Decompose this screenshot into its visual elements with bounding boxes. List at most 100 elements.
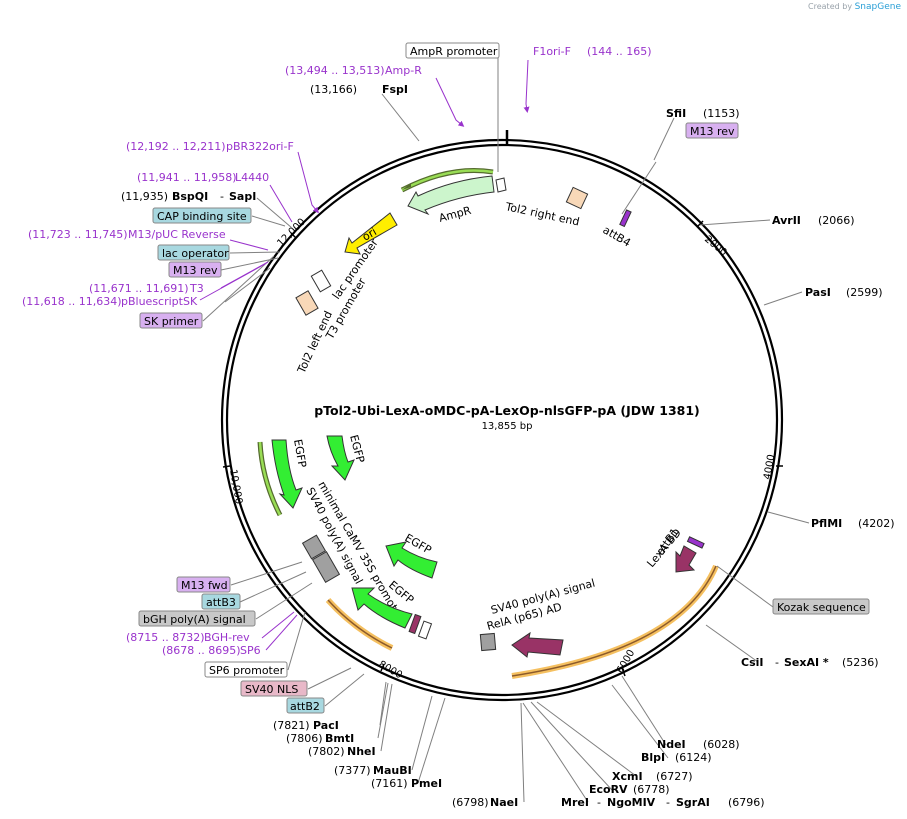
- sv40-nls-orf: [325, 597, 433, 651]
- backbone: [220, 138, 784, 702]
- primer-sp6-pos: (8678 .. 8695): [162, 644, 241, 657]
- box-kozak: Kozak sequence: [777, 601, 866, 614]
- site-fspi-pos: (13,166): [310, 83, 357, 96]
- box-attb2: attB2: [290, 700, 320, 713]
- site-sfii: SfiI: [666, 107, 686, 120]
- box-attb3: attB3: [206, 596, 236, 609]
- site-xcmi-pos: (6727): [656, 770, 693, 783]
- plasmid-length: 13,855 bp: [482, 421, 533, 432]
- primer-m13puc-pos: (11,723 .. 11,745): [28, 228, 128, 241]
- site-ndei-pos: (6028): [703, 738, 740, 751]
- site-pmei: PmeI: [411, 777, 442, 790]
- lexa-orf-highlight: [511, 564, 719, 679]
- site-sgrai: SgrAI: [676, 796, 710, 809]
- tick-4000: 4000: [762, 454, 777, 481]
- primer-t3-pos: (11,671 .. 11,691): [89, 282, 189, 295]
- boxed-labels: AmpR promoter M13 rev CAP binding site l…: [138, 42, 870, 714]
- ampr-feature: AmpR: [400, 167, 507, 225]
- site-mrei-sep: -: [597, 796, 601, 809]
- site-nhei-pos: (7802): [308, 745, 345, 758]
- primer-arrows: [199, 59, 530, 651]
- lexa-feature: LexA BD attB1: [644, 526, 705, 573]
- ori-label: ori: [360, 225, 379, 243]
- site-bspqi: BspQI: [172, 190, 208, 203]
- primer-bghrev: BGH-rev: [204, 631, 250, 644]
- primer-ampr: Amp-R: [385, 64, 422, 77]
- ampr-label: AmpR: [437, 204, 472, 225]
- site-naei-pos: (6798): [452, 796, 489, 809]
- site-blpi: BlpI: [641, 751, 665, 764]
- snapgene-brand: Created by SnapGene: [808, 2, 901, 12]
- site-Erei: MreI: [561, 796, 589, 809]
- site-bmti: BmtI: [325, 732, 354, 745]
- lac-t3-feature: lac promoter T3 promoter Tol2 left end: [295, 236, 382, 376]
- site-bspqi-sep: -: [220, 190, 224, 203]
- primer-pbr322-pos: (12,192 .. 12,211): [126, 140, 226, 153]
- site-csii: CsiI: [741, 656, 763, 669]
- site-avrii: AvrII: [772, 214, 801, 227]
- site-xcmi: XcmI: [612, 770, 643, 783]
- primer-t3: T3: [189, 282, 204, 295]
- box-m13rev-2: M13 rev: [173, 264, 218, 277]
- site-paci-pos: (7821): [273, 719, 310, 732]
- box-m13rev-1: M13 rev: [690, 125, 735, 138]
- primer-labels: (13,494 .. 13,513) Amp-R F1ori-F (144 ..…: [22, 45, 652, 657]
- site-pasi-pos: (2599): [846, 286, 883, 299]
- site-avrii-pos: (2066): [818, 214, 855, 227]
- primer-ampr-pos: (13,494 .. 13,513): [285, 64, 385, 77]
- primer-bghrev-pos: (8715 .. 8732): [126, 631, 205, 644]
- site-pflmi: PflMI: [811, 517, 842, 530]
- site-sfii-pos: (1153): [703, 107, 740, 120]
- box-lac-operator: lac operator: [162, 247, 229, 260]
- site-sexai: SexAI *: [784, 656, 829, 669]
- site-bmti-pos: (7806): [286, 732, 323, 745]
- site-pmei-pos: (7161): [371, 777, 408, 790]
- primer-l4440: L4440: [235, 171, 269, 184]
- site-ecorv: EcoRV: [589, 783, 628, 796]
- site-ecorv-pos: (6778): [633, 783, 670, 796]
- site-nhei: NheI: [347, 745, 376, 758]
- site-blpi-pos: (6124): [675, 751, 712, 764]
- attb4-label: attB4: [601, 223, 633, 249]
- rela-feature: SV40 poly(A) signal RelA (p65) AD: [479, 577, 597, 658]
- leader-lines: [202, 58, 810, 803]
- primer-pbsk-pos: (11,618 .. 11,634): [22, 295, 122, 308]
- box-sk-primer: SK primer: [144, 315, 199, 328]
- box-sv40-nls: SV40 NLS: [245, 683, 298, 696]
- tol2-right-feature: Tol2 right end: [503, 186, 589, 229]
- ori-feature: ori: [344, 212, 398, 255]
- site-paci: PacI: [313, 719, 339, 732]
- tol2-left-label: Tol2 left end: [295, 309, 336, 376]
- brand-created-by: Created by: [808, 2, 853, 11]
- primer-l4440-pos: (11,941 .. 11,958): [137, 171, 237, 184]
- egfp-feature-2: EGFP: [326, 433, 367, 481]
- egfp-feature-3: EGFP: [385, 531, 438, 579]
- site-pasi: PasI: [805, 286, 831, 299]
- site-maubi: MauBI: [373, 764, 412, 777]
- box-ampr-promoter: AmpR promoter: [410, 45, 498, 58]
- site-sexai-pos: (5236): [842, 656, 879, 669]
- primer-m13puc: M13/pUC Reverse: [128, 228, 226, 241]
- site-pflmi-pos: (4202): [858, 517, 895, 530]
- site-ndei: NdeI: [657, 738, 686, 751]
- primer-f1ori: F1ori-F: [533, 45, 571, 58]
- primer-pbsk: pBluescriptSK: [121, 295, 198, 308]
- site-sapi: SapI: [229, 190, 256, 203]
- brand-name: SnapGene: [854, 2, 901, 12]
- site-ngomiv-sep: -: [666, 796, 670, 809]
- site-bspqi-pos: (11,935): [121, 190, 168, 203]
- primer-sp6: SP6: [240, 644, 261, 657]
- site-labels: (13,166) FspI SfiI (1153) AvrII (2066) P…: [121, 83, 895, 809]
- site-naei: NaeI: [490, 796, 518, 809]
- site-ngomiv: NgoMIV: [607, 796, 656, 809]
- box-cap-binding: CAP binding site: [157, 210, 247, 223]
- egfp1-label: EGFP: [291, 438, 309, 469]
- plasmid-name: pTol2-Ubi-LexA-oMDC-pA-LexOp-nlsGFP-pA (…: [314, 403, 700, 418]
- site-csii-sep: -: [775, 656, 779, 669]
- box-sp6-promoter: SP6 promoter: [209, 664, 285, 677]
- tol2-right-label: Tol2 right end: [503, 200, 580, 229]
- primer-pbr322: pBR322ori-F: [226, 140, 294, 153]
- egfp-feature-1: EGFP: [257, 438, 309, 517]
- primer-f1ori-pos: (144 .. 165): [587, 45, 652, 58]
